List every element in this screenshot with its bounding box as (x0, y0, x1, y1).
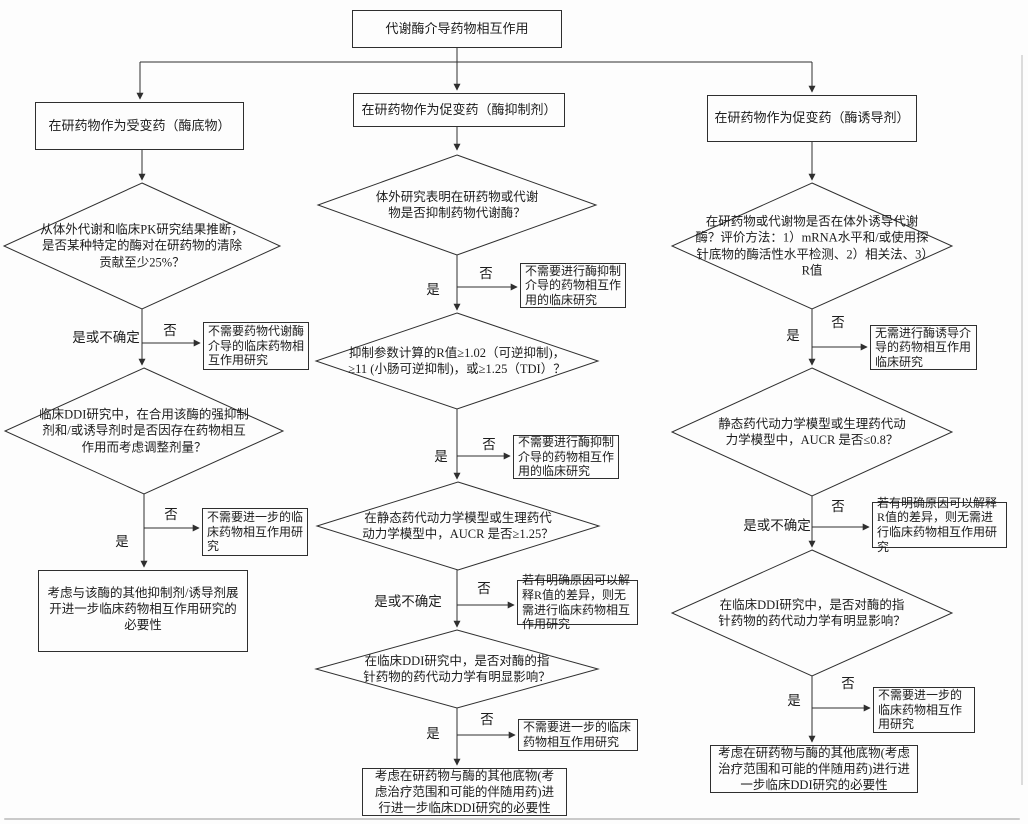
substrate-q2-yes-label: 是 (115, 534, 129, 549)
inducer-q1-text: 在研药物或代谢物是否在体外诱导代谢酶？评价方法：1）mRNA水平和/或使用探针底… (695, 214, 929, 278)
inhibitor-q1-text: 体外研究表明在研药物或代谢物是否抑制药物代谢酶？ (375, 189, 539, 220)
inhibitor-q2-text: 抑制参数计算的R值≥1.02（可逆抑制)，≥11 (小肠可逆抑制)，或≥1.25… (348, 345, 566, 376)
inducer-q3-text: 在临床DDI研究中，是否对酶的指针药物的药代动力学有明显影响？ (718, 597, 906, 628)
substrate-q1-no-label: 否 (163, 323, 177, 338)
substrate-q1-diamond (2, 182, 282, 310)
inhibitor-q2-yes-label: 是 (434, 449, 448, 464)
inhibitor-q1-yes-label: 是 (426, 282, 440, 297)
inhibitor-q2-no-node: 不需要进行酶抑制介导的药物相互作用的临床研究 (513, 435, 619, 479)
scan-edge-right (1021, 55, 1023, 785)
inducer-final-node: 考虑在研药物与酶的其他底物(考虑治疗范围和可能的伴随用药)进行进一步临床DDI研… (710, 745, 918, 793)
inducer-header-node: 在研药物作为促变药（酶诱导剂） (707, 95, 917, 142)
inhibitor-header-node: 在研药物作为促变药（酶抑制剂） (353, 93, 565, 127)
substrate-header-node: 在研药物作为受变药（酶底物） (35, 102, 244, 150)
inhibitor-q1-no-node: 不需要进行酶抑制介导的药物相互作用的临床研究 (520, 263, 626, 308)
inducer-q2-no-label: 否 (831, 499, 845, 514)
inducer-q3-yes-label: 是 (787, 693, 801, 708)
inhibitor-q4-diamond (314, 629, 600, 709)
substrate-q2-text: 临床DDI研究中，在合用该酶的强抑制剂和/或诱导剂时是否因存在药物相互作用而考虑… (39, 407, 249, 455)
inducer-q1-no-node: 无需进行酶诱导介导的药物相互作用临床研究 (870, 325, 977, 370)
inhibitor-q1-diamond (316, 154, 598, 256)
scan-edge-bottom (4, 818, 1020, 820)
inhibitor-q4-yes-label: 是 (426, 726, 440, 741)
inhibitor-q3-no-node: 若有明确原因可以解释R值的差异，则无需进行临床药物相互作用研究 (517, 573, 638, 631)
inducer-q3-diamond (670, 549, 954, 677)
inducer-q1-diamond (670, 182, 954, 310)
substrate-q1-no-node: 不需要药物代谢酶介导的临床药物相互作用研究 (203, 322, 309, 370)
inhibitor-q4-text: 在临床DDI研究中，是否对酶的指针药物的药代动力学有明显影响？ (363, 653, 551, 684)
inhibitor-q3-text: 在静态药代动力学模型或生理药代动力学模型中，AUCR 是否≥1.25？ (362, 510, 554, 541)
substrate-q2-diamond (3, 367, 285, 495)
inhibitor-q2-diamond (314, 312, 600, 410)
inducer-q1-yes-label: 是 (786, 328, 800, 343)
substrate-q1-yes-label: 是或不确定 (72, 330, 140, 345)
substrate-q2-no-label: 否 (164, 507, 178, 522)
inhibitor-q4-no-label: 否 (480, 712, 494, 727)
substrate-q1-text: 从体外代谢和临床PK研究结果推断，是否某种特定的酶对在研药物的清除贡献至少25%… (40, 222, 244, 270)
inducer-q1-no-label: 否 (831, 315, 845, 330)
inhibitor-q2-no-label: 否 (482, 437, 496, 452)
inhibitor-q1-no-label: 否 (479, 266, 493, 281)
substrate-final-node: 考虑与该酶的其他抑制剂/诱导剂展开进一步临床药物相互作用研究的必要性 (38, 570, 248, 652)
inducer-q2-diamond (670, 367, 954, 497)
root-node: 代谢酶介导药物相互作用 (352, 10, 562, 48)
inhibitor-final-node: 考虑在研药物与酶的其他底物(考虑治疗范围和可能的伴随用药)进行进一步临床DDI研… (362, 768, 567, 816)
inhibitor-q4-no-node: 不需要进一步的临床药物相互作用研究 (518, 719, 638, 751)
inducer-q2-yes-label: 是或不确定 (743, 518, 811, 533)
inducer-q2-text: 静态药代动力学模型或生理药代动力学模型中，AUCR 是否≤0.8？ (718, 416, 906, 447)
substrate-q2-no-node: 不需要进一步的临床药物相互作用研究 (202, 508, 308, 556)
inhibitor-q3-yes-label: 是或不确定 (374, 594, 442, 609)
inhibitor-q3-no-label: 否 (477, 581, 491, 596)
inducer-q2-no-node: 若有明确原因可以解释R值的差异，则无需进行临床药物相互作用研究 (872, 496, 1007, 554)
inducer-q3-no-node: 不需要进一步的临床药物相互作用研究 (873, 687, 975, 733)
inducer-q3-no-label: 否 (841, 676, 855, 691)
inhibitor-q3-diamond (315, 481, 601, 571)
